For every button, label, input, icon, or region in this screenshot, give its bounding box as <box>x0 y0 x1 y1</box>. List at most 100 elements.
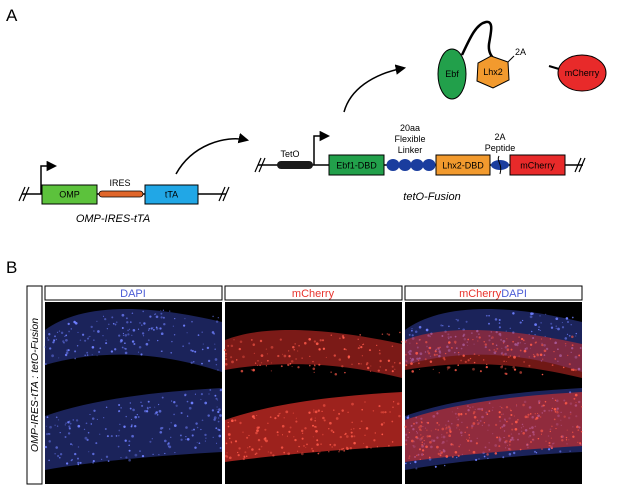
mcherry-cell-mcherry <box>301 437 304 440</box>
mcherry-cell-mcherry <box>274 417 277 420</box>
mcherry-cell-mcherry <box>387 359 391 362</box>
nucleus-merge <box>442 325 444 327</box>
mcherry-cell-merge <box>536 353 540 357</box>
nucleus-dapi <box>206 346 210 350</box>
mcherry-cell-merge <box>479 370 482 373</box>
mcherry-cell-mcherry <box>272 454 275 457</box>
mcherry-cell-merge <box>540 338 543 340</box>
mcherry-cell-merge <box>540 429 544 433</box>
mcherry-cell-mcherry <box>340 448 344 451</box>
mcherry-cell-mcherry <box>227 344 230 347</box>
mcherry-cell-merge <box>468 449 471 451</box>
mcherry-cell-mcherry <box>313 340 317 343</box>
nucleus-dapi <box>205 437 207 439</box>
nucleus-dapi <box>193 428 195 431</box>
mcherry-cell-mcherry <box>362 343 365 345</box>
mcherry-cell-mcherry <box>350 435 354 438</box>
mcherry-cell-merge <box>543 349 547 353</box>
mcherry-cell-mcherry <box>280 446 284 449</box>
mcherry-cell-mcherry <box>365 445 369 449</box>
nucleus-dapi <box>219 414 222 417</box>
nucleus-dapi <box>58 330 61 332</box>
mcherry-cell-mcherry <box>365 427 369 430</box>
mcherry-cell-merge <box>472 367 475 371</box>
mcherry-cell-mcherry <box>338 449 341 451</box>
mcherry-cell-mcherry <box>288 355 291 358</box>
nucleus-dapi <box>65 338 68 342</box>
mcherry-cell-merge <box>572 431 574 433</box>
mcherry-cell-merge <box>422 453 425 455</box>
mcherry-cell-merge <box>454 368 457 372</box>
mcherry-cell-merge <box>529 343 533 347</box>
mcherry-cell-mcherry <box>265 348 268 350</box>
mcherry-cell-mcherry <box>398 414 401 418</box>
nucleus-dapi <box>214 358 218 361</box>
mcherry-cell-mcherry <box>240 369 244 373</box>
nucleus-dapi <box>129 407 132 410</box>
mcherry-cell-mcherry <box>377 369 380 372</box>
mcherry-cell-merge <box>500 406 503 409</box>
mcherry-cell-merge <box>437 429 439 431</box>
mcherry-cell-mcherry <box>265 439 268 443</box>
mcherry-cell-merge <box>556 411 559 414</box>
panel-b-letter: B <box>6 258 17 277</box>
nucleus-dapi <box>186 415 189 417</box>
nucleus-merge <box>406 416 410 419</box>
mcherry-cell-merge <box>534 413 536 415</box>
nucleus-dapi <box>81 333 85 336</box>
mcherry-cell-merge <box>553 408 557 411</box>
mcherry-cell-merge <box>566 429 568 431</box>
mcherry-cell-mcherry <box>277 354 280 358</box>
mcherry-cell-merge <box>450 443 453 446</box>
nucleus-dapi <box>212 315 214 318</box>
mcherry-cell-mcherry <box>257 360 259 362</box>
nucleus-dapi <box>156 413 159 416</box>
nucleus-merge <box>539 329 541 332</box>
nucleus-merge <box>414 460 417 464</box>
mcherry-cell-merge <box>440 451 444 454</box>
nucleus-dapi <box>167 445 170 447</box>
mcherry-cell-mcherry <box>359 345 361 347</box>
nucleus-dapi <box>108 323 110 326</box>
peptide-label-line2: Peptide <box>485 143 516 153</box>
nucleus-dapi <box>58 357 60 359</box>
mcherry-cell-merge <box>421 441 423 443</box>
nucleus-dapi <box>77 457 79 460</box>
mcherry-cell-merge <box>425 341 428 344</box>
nucleus-dapi <box>124 342 126 345</box>
mcherry-cell-merge <box>570 413 572 415</box>
mcherry-cell-mcherry <box>370 447 372 449</box>
mcherry-cell-mcherry <box>331 446 333 448</box>
nucleus-dapi <box>185 436 187 438</box>
mcherry-cell-merge <box>429 440 432 444</box>
nucleus-dapi <box>51 354 54 358</box>
mcherry-cell-mcherry <box>238 447 241 450</box>
linker-label-line3: Linker <box>398 145 423 155</box>
mcherry-cell-merge <box>464 412 467 415</box>
mcherry-cell-mcherry <box>238 347 242 351</box>
mcherry-cell-mcherry <box>344 371 346 374</box>
mcherry-cell-mcherry <box>283 417 285 419</box>
mcherry-cell-mcherry <box>384 411 387 414</box>
nucleus-dapi <box>95 442 98 445</box>
mcherry-cell-merge <box>511 428 514 431</box>
column-header-merge-label: mCherryDAPI <box>459 288 527 300</box>
mcherry-cell-mcherry <box>292 346 295 349</box>
nucleus-dapi <box>194 350 197 353</box>
mcherry-cell-merge <box>445 455 449 458</box>
mcherry-cell-mcherry <box>335 417 339 420</box>
nucleus-dapi <box>125 317 128 320</box>
nucleus-merge <box>488 314 490 317</box>
mcherry-cell-mcherry <box>357 347 360 350</box>
nucleus-dapi <box>158 454 160 456</box>
nucleus-merge <box>555 325 557 327</box>
nucleus-dapi <box>124 333 128 337</box>
nucleus-merge <box>411 328 413 330</box>
nucleus-dapi <box>67 421 70 424</box>
mcherry-cell-merge <box>528 364 531 367</box>
nucleus-dapi <box>184 393 187 396</box>
mcherry-cell-merge <box>503 360 505 362</box>
nucleus-dapi <box>72 419 75 421</box>
linker-bead <box>422 159 436 171</box>
